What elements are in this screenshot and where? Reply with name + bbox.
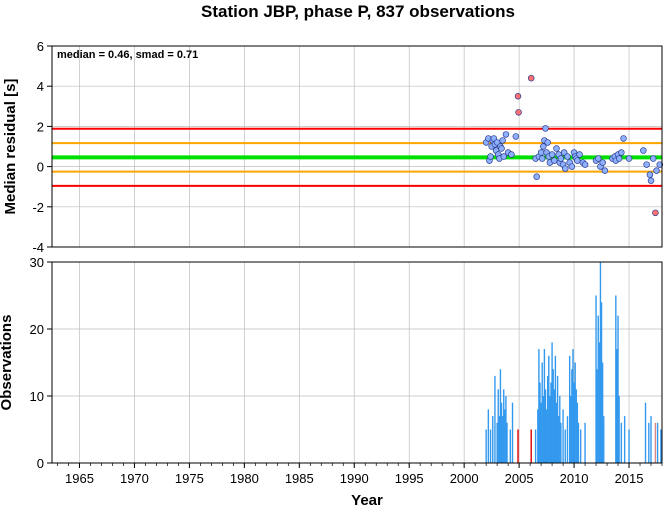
data-point <box>595 155 602 162</box>
x-tick-label: 1985 <box>285 471 314 486</box>
data-point <box>599 159 606 166</box>
data-point <box>537 149 545 156</box>
data-point <box>500 153 507 160</box>
data-point <box>574 157 581 164</box>
x-tick-label: 2015 <box>615 471 644 486</box>
data-point <box>514 92 522 100</box>
data-point <box>620 135 627 142</box>
y-tick-label: 0 <box>37 456 44 471</box>
data-point <box>544 139 551 146</box>
data-point <box>515 109 522 116</box>
plot-frame <box>51 45 663 248</box>
data-point <box>652 209 659 217</box>
y-tick-label: -4 <box>32 240 44 255</box>
data-point <box>557 155 565 162</box>
data-point <box>656 161 664 168</box>
data-point <box>562 165 569 172</box>
data-point <box>564 153 571 160</box>
data-point <box>640 147 647 154</box>
data-point <box>553 145 560 152</box>
data-point <box>643 161 650 168</box>
y-tick-label: -2 <box>32 200 44 215</box>
y-tick-label: 20 <box>30 322 44 337</box>
y-tick-label: 6 <box>37 39 44 54</box>
data-point <box>502 131 510 138</box>
data-point <box>538 155 546 162</box>
data-point <box>533 173 540 180</box>
data-point <box>487 153 494 160</box>
data-point <box>527 74 535 82</box>
data-point <box>625 155 633 162</box>
x-tick-label: 1990 <box>340 471 369 486</box>
x-tick-label: 2010 <box>560 471 589 486</box>
data-point <box>649 155 657 162</box>
y-tick-label: 30 <box>30 255 44 270</box>
x-tick-label: 1980 <box>230 471 259 486</box>
data-point <box>540 143 547 150</box>
y-tick-label: 2 <box>37 119 44 134</box>
y-axis-label: Median residual [s] <box>2 79 19 215</box>
data-point <box>581 161 589 168</box>
x-tick-label: 1995 <box>395 471 424 486</box>
data-point <box>551 157 558 164</box>
data-point <box>615 155 623 162</box>
plot-frame <box>51 261 663 464</box>
x-tick-label: 1965 <box>65 471 94 486</box>
x-tick-label: 1975 <box>175 471 204 486</box>
data-point <box>618 149 625 156</box>
data-point <box>576 151 583 158</box>
stats-annotation: median = 0.46, smad = 0.71 <box>57 49 198 61</box>
x-tick-label: 2005 <box>505 471 534 486</box>
x-tick-label: 1970 <box>120 471 149 486</box>
y-tick-label: 0 <box>37 160 44 175</box>
chart-title: Station JBP, phase P, 837 observations <box>201 2 515 21</box>
data-point <box>568 163 576 170</box>
y-axis-label: Observations <box>0 315 15 411</box>
data-point <box>498 145 505 152</box>
data-point <box>601 167 609 174</box>
data-point <box>499 137 506 144</box>
x-axis-label: Year <box>351 492 383 509</box>
data-point <box>548 151 556 158</box>
data-point <box>512 133 520 140</box>
y-tick-label: 4 <box>37 79 44 94</box>
data-point <box>508 151 515 158</box>
data-point <box>647 177 655 184</box>
data-point <box>653 167 660 174</box>
data-point <box>646 171 654 178</box>
x-tick-label: 2000 <box>450 471 479 486</box>
y-tick-label: 10 <box>30 389 44 404</box>
data-point <box>542 125 549 132</box>
